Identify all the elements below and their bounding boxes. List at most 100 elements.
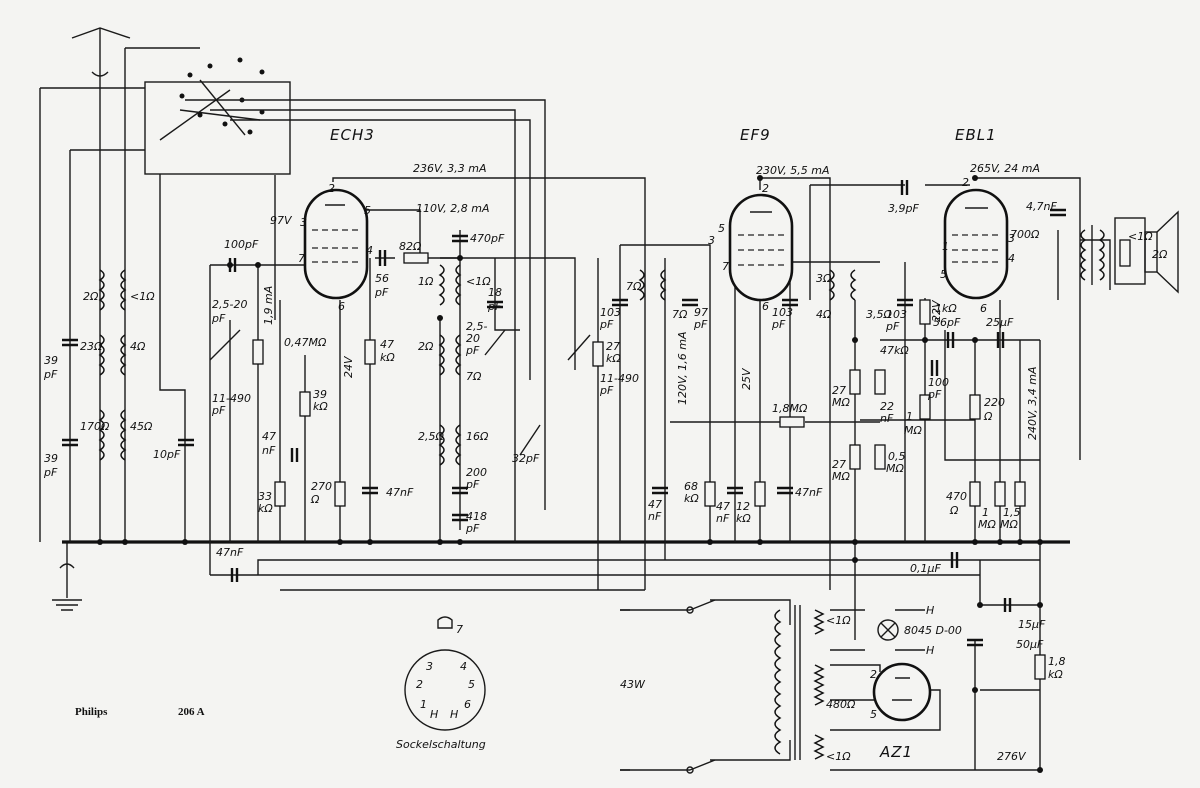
pin-number: 3 bbox=[300, 216, 307, 229]
component-value: kΩ bbox=[736, 512, 751, 525]
component-value: pF bbox=[465, 522, 480, 535]
component-value: <1Ω bbox=[826, 750, 851, 763]
pin-number: 5 bbox=[364, 204, 371, 217]
voltage-label: 265V, 24 mA bbox=[970, 162, 1040, 175]
component-value: 56pF bbox=[933, 316, 961, 329]
component-value: kΩ bbox=[684, 492, 699, 505]
component-value: pF bbox=[211, 404, 226, 417]
component-value: 1 bbox=[982, 506, 989, 519]
component-value: pF bbox=[211, 312, 226, 325]
component-value: pF bbox=[599, 384, 614, 397]
component-value: 2,5Ω bbox=[418, 430, 444, 443]
voltage-label: 120V, 1,6 mA bbox=[676, 332, 689, 405]
component-value: nF bbox=[262, 444, 276, 457]
wave-band-switch bbox=[144, 57, 291, 175]
component-value: 0,47MΩ bbox=[284, 336, 327, 349]
component-value: 22 bbox=[880, 400, 894, 413]
component-value: pF bbox=[885, 320, 900, 333]
component-value: 100pF bbox=[224, 238, 259, 251]
tube-ech3 bbox=[303, 188, 369, 300]
component-value: 2Ω bbox=[418, 340, 434, 353]
current-label: 1,9 mA bbox=[262, 286, 275, 325]
component-value: 47 bbox=[648, 498, 662, 511]
pin-number: 4 bbox=[1008, 252, 1015, 265]
component-value: 39 bbox=[44, 354, 58, 367]
coils bbox=[98, 225, 1105, 760]
component-value: 418 bbox=[466, 510, 487, 523]
component-value: <1Ω bbox=[1128, 230, 1153, 243]
component-value: 97 bbox=[694, 306, 708, 319]
voltage-label: 110V, 2,8 mA bbox=[416, 202, 489, 215]
component-value: pF bbox=[487, 300, 502, 313]
resistors bbox=[252, 239, 1131, 680]
socket-pin: H bbox=[450, 708, 458, 721]
component-value: 270 bbox=[311, 480, 332, 493]
component-value: 1Ω bbox=[418, 275, 434, 288]
component-value: 15μF bbox=[1018, 618, 1046, 631]
component-value: pF bbox=[771, 318, 786, 331]
socket-pin: 6 bbox=[464, 698, 471, 711]
label-ef9: EF9 bbox=[740, 126, 771, 144]
component-value: 50μF bbox=[1016, 638, 1044, 651]
component-value: pF bbox=[927, 388, 942, 401]
label-ech3: ECH3 bbox=[330, 126, 375, 144]
pin-number: 5 bbox=[870, 708, 877, 721]
tube-ef9 bbox=[728, 193, 794, 302]
pin-number: 7 bbox=[298, 252, 305, 265]
tube-ebl1 bbox=[943, 188, 1009, 300]
component-value: 23Ω bbox=[80, 340, 103, 353]
component-value: kΩ bbox=[1048, 668, 1063, 681]
pin-number: 1 bbox=[942, 240, 949, 253]
component-value: 200 bbox=[466, 466, 487, 479]
voltage-label: 97V bbox=[270, 214, 293, 227]
voltage-label: 276V bbox=[997, 750, 1027, 763]
component-value: 39 bbox=[313, 388, 327, 401]
component-value: 220 bbox=[984, 396, 1005, 409]
pin-number: 4 bbox=[366, 244, 373, 257]
component-value: nF bbox=[880, 412, 894, 425]
component-value: 25μF bbox=[986, 316, 1014, 329]
pin-number: 6 bbox=[338, 300, 345, 313]
socket-pin: 2 bbox=[416, 678, 423, 691]
component-value: 47kΩ bbox=[880, 344, 909, 357]
component-value: 12 bbox=[736, 500, 750, 513]
component-value: 470pF bbox=[470, 232, 505, 245]
component-value: Ω bbox=[983, 410, 993, 423]
component-value: pF bbox=[374, 286, 389, 299]
pin-number: 5 bbox=[940, 268, 947, 281]
socket-diagram-labels: 7 3 4 2 5 1 6 H H Sockelschaltung bbox=[396, 623, 486, 751]
component-value: 3,9pF bbox=[888, 202, 919, 215]
component-value: 7Ω bbox=[626, 280, 642, 293]
component-value: 20 bbox=[466, 332, 480, 345]
pin-number: 3 bbox=[708, 234, 715, 247]
component-value: 27 bbox=[606, 340, 620, 353]
component-value: 2Ω bbox=[83, 290, 99, 303]
component-value: 47nF bbox=[795, 486, 823, 499]
component-value: pF bbox=[43, 466, 58, 479]
component-value: 0,5 bbox=[888, 450, 906, 463]
component-value: 2,5- bbox=[466, 320, 487, 333]
component-value: kΩ bbox=[606, 352, 621, 365]
pin-number: H bbox=[926, 604, 934, 617]
component-value: 10pF bbox=[153, 448, 181, 461]
component-values: 100pF 2,5-20 pF 11-490 pF 0,47MΩ 39 kΩ 4… bbox=[43, 200, 1168, 763]
component-value: pF bbox=[693, 318, 708, 331]
component-value: 47nF bbox=[216, 546, 244, 559]
socket-pin: H bbox=[430, 708, 438, 721]
voltage-label: 236V, 3,3 mA bbox=[413, 162, 486, 175]
component-value: 1kΩ bbox=[935, 302, 957, 315]
component-value: pF bbox=[465, 478, 480, 491]
component-value: MΩ bbox=[832, 396, 850, 409]
socket-pin: 5 bbox=[468, 678, 475, 691]
component-value: pF bbox=[465, 344, 480, 357]
mains-switch bbox=[620, 599, 716, 774]
socket-pin: 1 bbox=[420, 698, 427, 711]
component-value: 3Ω bbox=[816, 272, 832, 285]
component-value: 2Ω bbox=[1152, 248, 1168, 261]
antenna-symbol bbox=[71, 27, 131, 77]
pin-number: 2 bbox=[870, 668, 877, 681]
voltage-label: 24V bbox=[342, 355, 355, 378]
title-block: Philips 206 A bbox=[75, 706, 205, 718]
